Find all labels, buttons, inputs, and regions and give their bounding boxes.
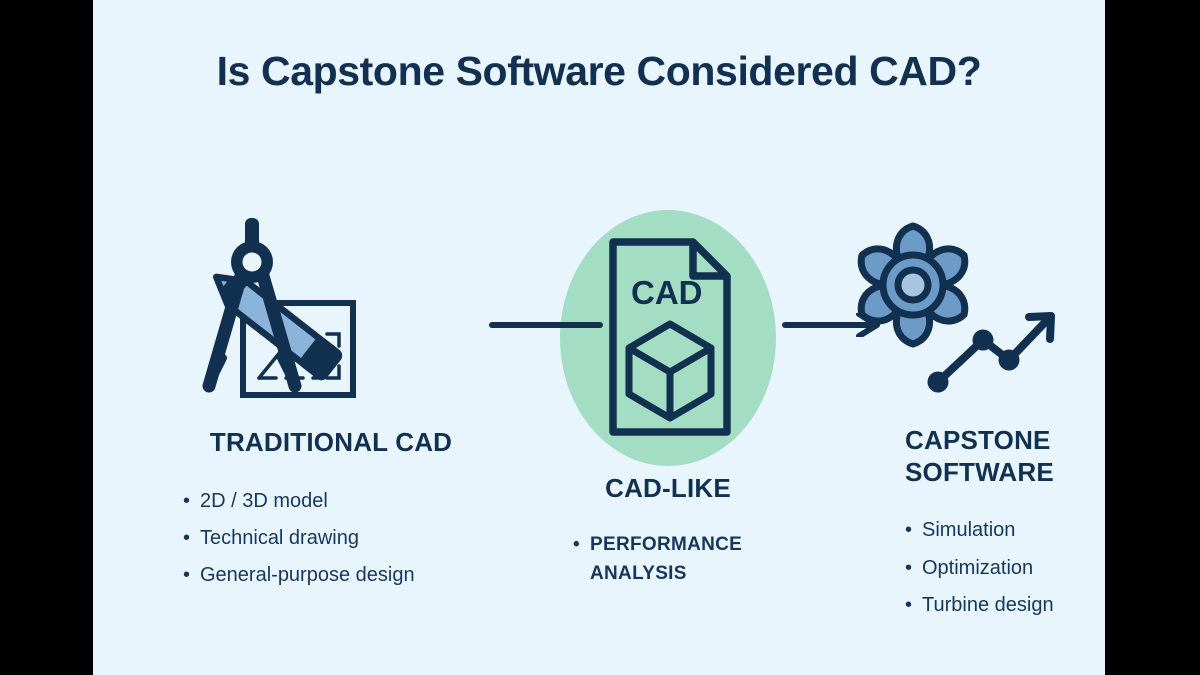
list-item: • PERFORMANCE ANALYSIS — [573, 531, 813, 589]
bullet-list-cad-like: • PERFORMANCE ANALYSIS — [523, 531, 813, 589]
list-item: • General-purpose design — [183, 557, 531, 594]
bullet-list-capstone-software: • Simulation • Optimization • Turbine de… — [793, 512, 1105, 624]
list-item: • Technical drawing — [183, 520, 531, 557]
cad-document-cube-icon: CAD — [523, 200, 813, 466]
list-item-label: General-purpose design — [200, 564, 415, 587]
column-heading-capstone-software: CAPSTONE SOFTWARE — [905, 425, 1054, 487]
cad-document-label: CAD — [631, 274, 703, 311]
list-item-label: 2D / 3D model — [200, 489, 328, 512]
column-heading-cad-like: CAD-LIKE — [605, 473, 731, 503]
bullet-point-icon: • — [183, 564, 191, 587]
infographic-canvas: Is Capstone Software Considered CAD? — [93, 0, 1105, 675]
bullet-point-icon: • — [183, 489, 191, 512]
letterbox-bar-left — [0, 0, 93, 675]
bullet-list-traditional-cad: • 2D / 3D model • Technical drawing • Ge… — [131, 483, 531, 595]
column-capstone-software: CAPSTONE SOFTWARE • Simulation • Optimiz… — [793, 200, 1105, 624]
column-traditional-cad: TRADITIONAL CAD • 2D / 3D model • Techni… — [131, 200, 531, 594]
list-item-label: PERFORMANCE ANALYSIS — [590, 533, 743, 584]
list-item-label: Turbine design — [922, 593, 1054, 616]
drafting-compass-pencil-icon — [131, 200, 531, 415]
bullet-point-icon: • — [573, 533, 580, 555]
list-item-label: Technical drawing — [200, 526, 359, 549]
connector-arrow-icon — [781, 311, 891, 342]
page-title: Is Capstone Software Considered CAD? — [216, 48, 982, 94]
list-item-label: Simulation — [922, 519, 1016, 542]
list-item: • Turbine design — [905, 587, 1105, 624]
connector-line-icon — [488, 313, 608, 342]
letterbox-bar-right — [1105, 0, 1200, 675]
list-item: • Simulation — [905, 512, 1105, 549]
list-item-label: Optimization — [922, 556, 1034, 579]
column-heading-traditional-cad: TRADITIONAL CAD — [209, 427, 453, 457]
bullet-point-icon: • — [905, 519, 913, 542]
bullet-point-icon: • — [183, 526, 191, 549]
bullet-point-icon: • — [905, 593, 913, 616]
list-item: • 2D / 3D model — [183, 483, 531, 520]
bullet-point-icon: • — [905, 556, 913, 579]
list-item: • Optimization — [905, 550, 1105, 587]
column-cad-like: CAD CAD-LIKE • PERFORMANCE ANALYSIS — [523, 200, 813, 588]
turbine-growth-chart-icon — [793, 200, 1105, 415]
